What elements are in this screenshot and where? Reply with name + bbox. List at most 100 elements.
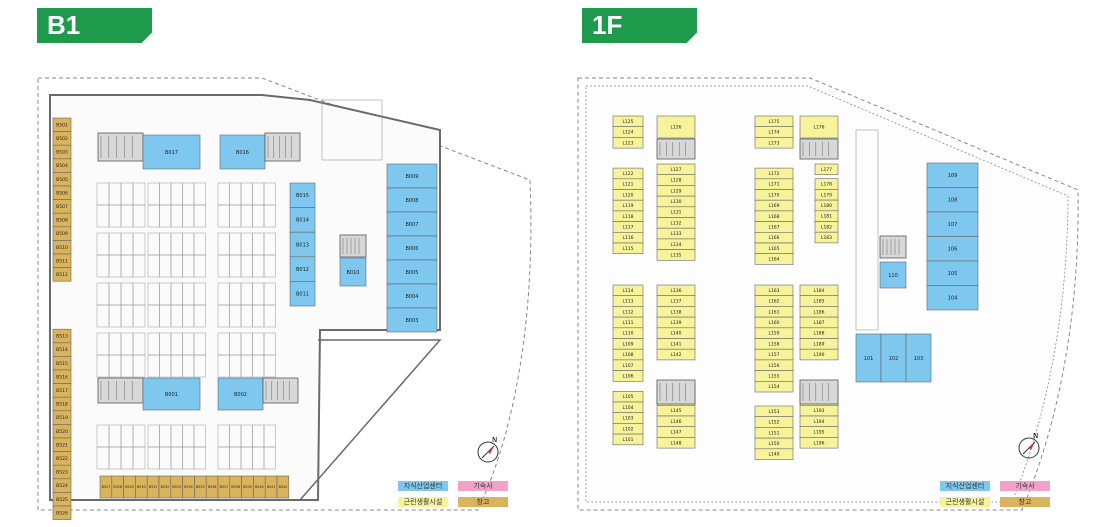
svg-text:L141: L141 xyxy=(670,341,681,347)
svg-text:L178: L178 xyxy=(821,182,832,188)
unit-L159: L159 xyxy=(754,327,794,339)
unit-B542: B542 xyxy=(276,475,290,499)
svg-text:L196: L196 xyxy=(813,440,824,446)
svg-text:L189: L189 xyxy=(813,341,824,347)
svg-text:B531: B531 xyxy=(149,485,158,489)
b1-floor-plan: B501B502B503B504B505B506B507B508B509B510… xyxy=(37,77,532,520)
svg-text:B515: B515 xyxy=(56,361,68,367)
unit-L146: L146 xyxy=(656,415,696,427)
svg-text:L124: L124 xyxy=(622,130,633,136)
legend-office: 지식산업센터 xyxy=(940,481,990,491)
unit-B014: B014 xyxy=(289,207,316,233)
unit-L108: L108 xyxy=(612,348,644,361)
svg-text:L183: L183 xyxy=(821,235,832,241)
svg-text:B013: B013 xyxy=(296,242,309,248)
f1-floor-tag: 1F xyxy=(582,8,697,43)
unit-B011: B011 xyxy=(289,281,316,307)
b1-compass-n: N xyxy=(492,436,497,444)
unit-L106: L106 xyxy=(612,370,644,382)
unit-104: 104 xyxy=(926,285,979,311)
svg-text:L161: L161 xyxy=(768,309,779,315)
unit-L162: L162 xyxy=(754,295,794,307)
svg-text:L133: L133 xyxy=(670,231,681,237)
svg-text:B001: B001 xyxy=(165,392,178,398)
unit-L190: L190 xyxy=(799,348,839,361)
svg-text:L127: L127 xyxy=(670,167,681,173)
svg-text:L162: L162 xyxy=(768,299,779,305)
svg-text:L117: L117 xyxy=(622,225,633,231)
legend-office: 지식산업센터 xyxy=(398,481,448,491)
svg-text:B012: B012 xyxy=(296,267,309,273)
svg-text:L126: L126 xyxy=(670,125,681,131)
svg-text:109: 109 xyxy=(948,173,958,179)
svg-text:L125: L125 xyxy=(622,119,633,125)
svg-text:B536: B536 xyxy=(208,485,217,489)
b1-compass-icon: N xyxy=(474,436,502,464)
svg-text:L108: L108 xyxy=(622,352,633,358)
unit-B509: B509 xyxy=(52,226,72,241)
unit-L148: L148 xyxy=(656,437,696,449)
unit-L153: L153 xyxy=(754,405,794,417)
svg-text:L107: L107 xyxy=(622,363,633,369)
svg-text:L155: L155 xyxy=(768,374,779,380)
legend-retail: 근린생활시설 xyxy=(398,497,448,507)
svg-text:B511: B511 xyxy=(56,258,68,264)
unit-L116: L116 xyxy=(612,232,644,244)
svg-text:L157: L157 xyxy=(768,352,779,358)
unit-L102: L102 xyxy=(612,423,644,435)
unit-L129: L129 xyxy=(656,185,696,197)
svg-text:L190: L190 xyxy=(813,352,824,358)
b1-parking-bay xyxy=(132,446,146,470)
svg-text:L118: L118 xyxy=(622,214,633,220)
b1-core-top-right xyxy=(264,132,301,162)
unit-L128: L128 xyxy=(656,174,696,186)
svg-text:L147: L147 xyxy=(670,430,681,436)
svg-text:L114: L114 xyxy=(622,288,633,294)
unit-107: 107 xyxy=(926,211,979,237)
svg-text:L150: L150 xyxy=(768,441,779,447)
svg-text:L170: L170 xyxy=(768,192,779,198)
svg-text:L102: L102 xyxy=(622,426,633,432)
svg-text:B507: B507 xyxy=(56,204,68,210)
unit-L154: L154 xyxy=(754,380,794,393)
svg-text:B017: B017 xyxy=(165,150,178,156)
svg-text:B007: B007 xyxy=(406,222,419,228)
legend-storage: 창고 xyxy=(458,497,508,507)
unit-106: 106 xyxy=(926,236,979,262)
unit-B526: B526 xyxy=(52,505,72,520)
svg-text:L151: L151 xyxy=(768,430,779,436)
unit-L101: L101 xyxy=(612,433,644,446)
f1-compass-icon: N xyxy=(1015,432,1043,460)
unit-L151: L151 xyxy=(754,427,794,439)
unit-L123: L123 xyxy=(612,137,644,149)
unit-B009: B009 xyxy=(386,163,438,189)
svg-text:L105: L105 xyxy=(622,394,633,400)
unit-L134: L134 xyxy=(656,238,696,250)
unit-L131: L131 xyxy=(656,206,696,218)
unit-B015: B015 xyxy=(289,182,316,208)
unit-L172: L172 xyxy=(754,167,794,180)
unit-L142: L142 xyxy=(656,348,696,361)
unit-B013: B013 xyxy=(289,231,316,258)
unit-L122: L122 xyxy=(612,167,644,180)
b1-core-bottom-right xyxy=(262,377,299,404)
svg-text:B523: B523 xyxy=(56,470,68,476)
b1-parking-bay xyxy=(193,354,206,378)
b1-parking-bay xyxy=(132,204,146,228)
svg-text:L140: L140 xyxy=(670,331,681,337)
svg-text:L149: L149 xyxy=(768,452,779,458)
svg-text:L165: L165 xyxy=(768,246,779,252)
unit-B001: B001 xyxy=(142,377,201,411)
svg-text:L130: L130 xyxy=(670,199,681,205)
unit-L167: L167 xyxy=(754,221,794,233)
svg-text:L119: L119 xyxy=(622,203,633,209)
unit-L121: L121 xyxy=(612,178,644,190)
svg-text:L154: L154 xyxy=(768,384,779,390)
f1-compass-n: N xyxy=(1033,432,1038,440)
unit-L177: L177 xyxy=(814,163,839,175)
svg-text:B506: B506 xyxy=(56,190,68,196)
svg-text:L123: L123 xyxy=(622,140,633,146)
svg-text:B542: B542 xyxy=(279,485,288,489)
svg-text:L112: L112 xyxy=(622,309,633,315)
